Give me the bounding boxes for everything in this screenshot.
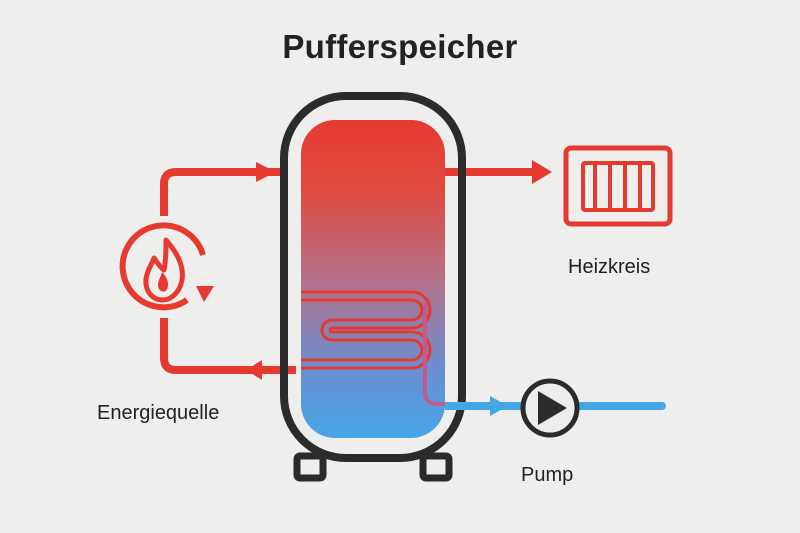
tank-leg-left <box>293 452 327 482</box>
energiequelle-label: Energiequelle <box>97 402 220 424</box>
source-loop <box>160 162 296 380</box>
tank-shell <box>280 92 466 462</box>
flame-icon <box>119 222 214 311</box>
radiator-icon <box>563 145 673 227</box>
cold-line <box>445 396 666 416</box>
pump-icon <box>520 378 580 438</box>
heat-exchanger-coil <box>301 290 445 406</box>
cold-arrow-icon <box>490 396 508 416</box>
diagram-title: Pufferspeicher <box>282 28 518 65</box>
pump-label: Pump <box>521 464 574 486</box>
heizkreis-label: Heizkreis <box>568 256 651 278</box>
inflow-arrow-icon <box>256 162 276 182</box>
tank-leg-right <box>419 452 453 482</box>
buffer-tank <box>280 92 466 482</box>
cycle-arrow-icon <box>196 286 214 302</box>
return-arrow-icon <box>246 360 262 380</box>
